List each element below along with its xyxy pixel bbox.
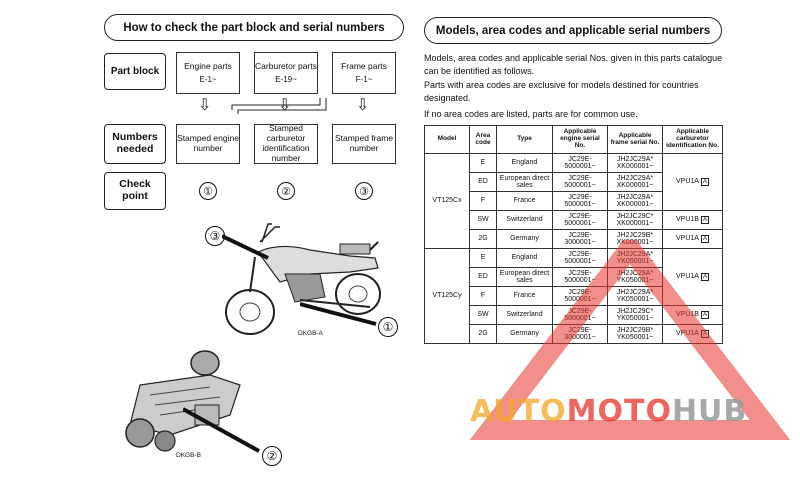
frame-serial-cell: JH2JC29A* XK000001~	[607, 191, 663, 211]
type-cell: England	[496, 153, 553, 173]
table-row: ED European direct sales JC29E- 5000001~…	[425, 172, 723, 192]
callout-line	[183, 407, 260, 453]
arrow-down-icon: ⇩	[356, 97, 370, 114]
area-cell: E	[469, 153, 497, 173]
frame-parts-label: Frame parts	[341, 61, 387, 72]
stamped-carburetor-id-box: Stamped carburetor identification number	[254, 124, 318, 164]
frame-parts-code: F-1~	[355, 74, 373, 84]
right-section-title: Models, area codes and applicable serial…	[424, 17, 722, 44]
carb-box-badge: A	[700, 178, 709, 186]
frame-serial-cell: JH2JC29A* XK000001~	[607, 172, 663, 192]
frame-parts-box: Frame parts F-1~	[332, 52, 396, 94]
arrow-down-icon: ⇩	[198, 97, 212, 114]
check-point-3: ③	[355, 182, 373, 200]
carburetor-parts-box: Carburetor parts E-19~	[254, 52, 318, 94]
carb-box-badge: A	[700, 273, 709, 281]
callout-line	[300, 302, 377, 326]
row-header-part-block: Part block	[104, 53, 166, 90]
watermark-auto: AUTO	[470, 394, 567, 429]
check-point-1: ①	[199, 182, 217, 200]
table-row: VT125Cx E England JC29E- 5000001~ JH2JC2…	[424, 153, 723, 249]
carburetor-parts-label: Carburetor parts	[255, 61, 317, 72]
area-cell: SW	[469, 210, 497, 230]
engine-serial-cell: JC29E- 5000001~	[552, 191, 608, 211]
area-cell: F	[469, 191, 497, 211]
table-header-row: Model Area code Type Applicable engine s…	[424, 125, 723, 154]
header-type: Type	[496, 125, 553, 154]
header-carb-id: Applicable carburetor identification No.	[662, 125, 723, 154]
type-cell: France	[496, 191, 553, 211]
stamped-frame-number-box: Stamped frame number	[332, 124, 396, 164]
carb-box-badge: A	[700, 311, 709, 319]
stamped-engine-number-box: Stamped engine number	[176, 124, 240, 164]
row-header-numbers-needed: Numbers needed	[104, 124, 166, 164]
header-area-code: Area code	[469, 125, 497, 154]
motorcycle-figure-label: DKGB-A	[298, 330, 323, 337]
engine-serial-cell: JC29E- 5000001~	[552, 153, 608, 173]
header-frame-serial: Applicable frame serial No.	[607, 125, 663, 154]
frame-serial-cell: JH2JC29A* XK000001~	[607, 153, 663, 173]
engine-serial-cell: JC29E- 5000001~	[552, 172, 608, 192]
left-section-title: How to check the part block and serial n…	[104, 14, 404, 41]
type-cell: Germany	[496, 324, 553, 344]
carb-box-badge: A	[700, 235, 709, 243]
carb-box-badge: A	[700, 216, 709, 224]
intro-paragraph: Models, area codes and applicable serial…	[424, 53, 723, 77]
engine-serial-cell: JC29E- 5000001~	[552, 210, 608, 230]
table-row: F France JC29E- 5000001~ JH2JC29A* XK000…	[425, 191, 723, 211]
engine-parts-box: Engine parts E-1~	[176, 52, 240, 94]
engine-parts-code: E-1~	[199, 74, 217, 84]
engine-serial-cell: JC29E- 5000001~	[552, 248, 608, 268]
frame-serial-cell: JH2JC29C* XK000001~	[607, 210, 663, 230]
carburetor-illustration	[125, 350, 241, 452]
type-cell: European direct sales	[496, 172, 553, 192]
watermark-text: AUTOMOTOHUB	[470, 394, 747, 429]
callout-2: ②	[262, 446, 282, 466]
motorcycle-illustration	[225, 223, 381, 335]
common-use-paragraph: If no area codes are listed, parts are f…	[424, 109, 638, 119]
watermark-hub: HUB	[671, 394, 748, 429]
watermark-moto: MOTO	[566, 394, 672, 429]
table-row: SW Switzerland JC29E- 5000001~ JH2JC29C*…	[425, 210, 723, 230]
model-cell: VT125Cx	[424, 153, 470, 249]
carburetor-figure-label: DKGB-B	[176, 452, 201, 459]
header-engine-serial: Applicable engine serial No.	[552, 125, 608, 154]
header-model: Model	[424, 125, 470, 154]
model-cell: VT125Cy	[424, 248, 470, 344]
area-code-paragraph: Parts with area codes are exclusive for …	[424, 80, 699, 104]
check-point-2: ②	[277, 182, 295, 200]
engine-parts-label: Engine parts	[184, 61, 232, 72]
callout-line	[222, 234, 269, 260]
type-cell: Switzerland	[496, 210, 553, 230]
crossover-arrow-icon	[231, 98, 327, 114]
row-header-check-point: Check point	[104, 172, 166, 210]
area-cell: ED	[469, 172, 497, 192]
arrow-down-icon: ⇩	[278, 97, 292, 114]
callout-1: ①	[378, 317, 398, 337]
watermark-triangle-logo	[470, 240, 790, 440]
carburetor-parts-code: E-19~	[275, 74, 297, 84]
